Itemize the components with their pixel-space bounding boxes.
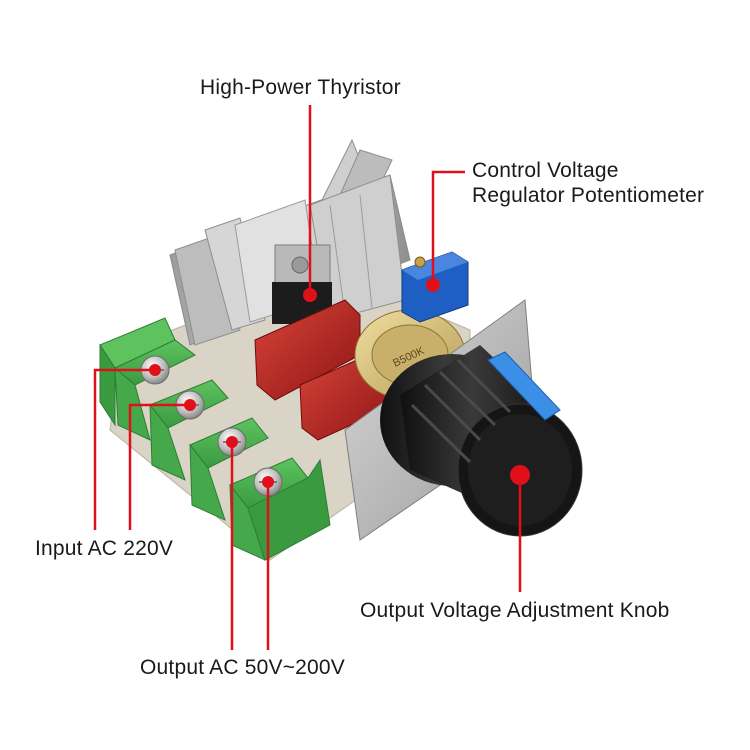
callout-thyristor	[303, 105, 317, 302]
label-output: Output AC 50V~200V	[140, 656, 345, 679]
adjustment-knob	[380, 345, 583, 537]
label-control-potentiometer: Control Voltage Regulator Potentiometer	[472, 158, 704, 208]
label-control-line1: Control Voltage	[472, 159, 619, 182]
label-control-line2: Regulator Potentiometer	[472, 184, 705, 207]
label-thyristor: High-Power Thyristor	[200, 76, 401, 99]
knob-indicator-stripe	[487, 351, 561, 421]
label-knob: Output Voltage Adjustment Knob	[360, 599, 670, 622]
callout-trimmer	[426, 170, 465, 292]
callout-knob	[510, 465, 530, 592]
label-input: Input AC 220V	[35, 537, 174, 560]
callout-output	[226, 436, 274, 650]
callout-input	[93, 364, 196, 530]
